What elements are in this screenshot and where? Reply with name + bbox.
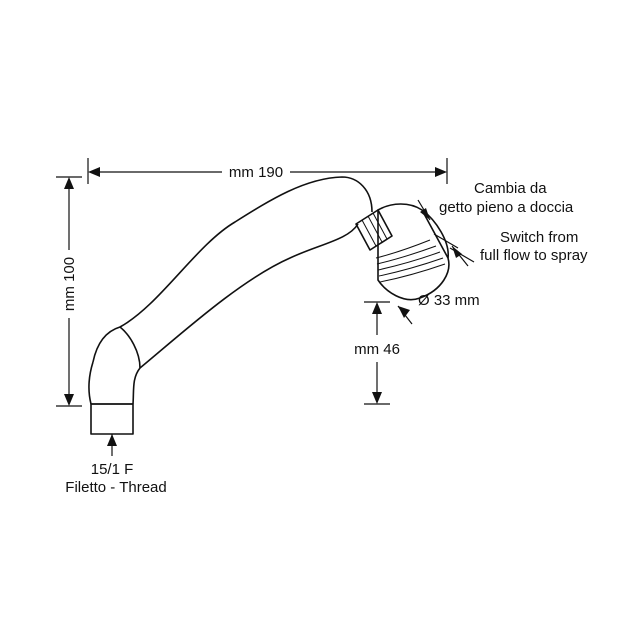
thread-arrow: [107, 434, 117, 446]
collar-rib-2: [367, 215, 383, 243]
switch-arrow-1: [420, 208, 430, 220]
dimension-lower: [364, 301, 390, 405]
switch-label-en-1: Switch from: [500, 229, 578, 246]
thread-base: [90, 403, 134, 435]
arm-top-outline: [92, 176, 373, 363]
width-dimension-label: mm 190: [229, 164, 283, 181]
collar-rib-1: [361, 219, 377, 247]
grip-band-4: [378, 257, 444, 277]
arm-bottom-outline: [132, 223, 359, 405]
elbow-outer-edge: [88, 361, 94, 405]
head-collar: [355, 209, 393, 251]
width-arrow-right: [435, 167, 447, 177]
diameter-arrow-lower: [398, 306, 410, 318]
thread-label-1: 15/1 F: [91, 461, 134, 478]
switch-label-en-2: full flow to spray: [480, 247, 588, 264]
thread-label-2: Filetto - Thread: [65, 479, 166, 496]
shower-arm-body: [88, 176, 373, 435]
diameter-ext-upper-2: [433, 233, 459, 249]
grip-band-1: [375, 239, 431, 259]
dimension-width: [87, 158, 448, 184]
elbow-collar: [119, 326, 141, 369]
height-arrow-top: [64, 177, 74, 189]
height-arrow-bottom: [64, 394, 74, 406]
height-dimension-label: mm 100: [61, 257, 78, 311]
switch-leader: [417, 199, 469, 267]
grip-band-5: [379, 263, 446, 283]
dimension-height: [56, 176, 82, 407]
lower-arrow-bottom: [372, 392, 382, 404]
head-body: [377, 203, 450, 301]
switch-arrow-2: [452, 246, 462, 258]
switch-label-it-2: getto pieno a doccia: [439, 199, 574, 216]
lower-dimension-label: mm 46: [354, 341, 400, 358]
collar-rib-3: [372, 212, 388, 240]
grip-band-3: [377, 251, 441, 271]
switch-label-it-1: Cambia da: [474, 180, 547, 197]
lower-arrow-top: [372, 302, 382, 314]
grip-band-2: [376, 245, 437, 265]
spray-head: [355, 203, 450, 301]
width-arrow-left: [88, 167, 100, 177]
diameter-dimension-label: Ø 33 mm: [418, 292, 480, 309]
thread-leader: [107, 434, 117, 456]
